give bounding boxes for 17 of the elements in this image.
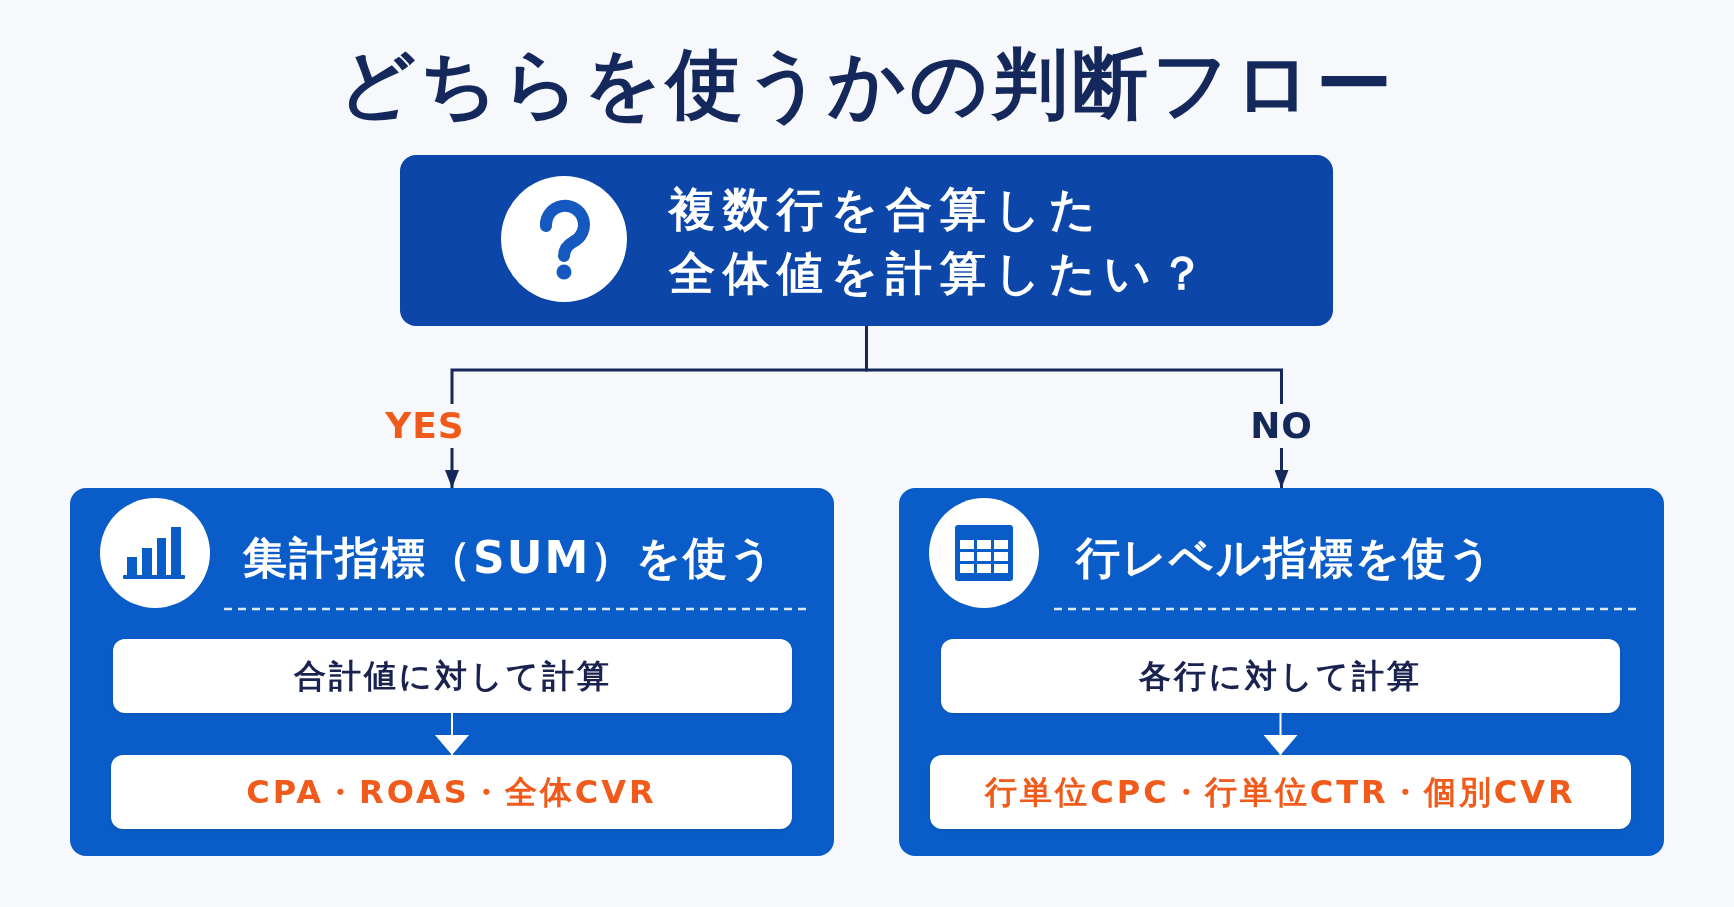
flow-arrow [1263, 712, 1298, 756]
question-box [400, 155, 1333, 326]
question-text: 複数行を合算した全体値を計算したい？ [669, 180, 1213, 302]
title: どちらを使うかの判断フロー [338, 38, 1396, 130]
result-panel [899, 488, 1664, 856]
metric-box [111, 755, 792, 829]
result-panel [70, 488, 834, 856]
metric-list: 行単位CPC・行単位CTR・個別CVR [985, 770, 1576, 814]
step-box [113, 639, 792, 713]
metric-list: CPA・ROAS・全体CVR [246, 770, 657, 814]
panel-heading: 集計指標（SUM）を使う [243, 531, 777, 585]
metric-box [930, 755, 1631, 829]
panel-heading: 行レベル指標を使う [1076, 531, 1495, 585]
step-text: 合計値に対して計算 [293, 656, 612, 697]
flow-arrow [435, 712, 469, 756]
step-box [941, 639, 1620, 713]
step-text: 各行に対して計算 [1139, 656, 1422, 697]
